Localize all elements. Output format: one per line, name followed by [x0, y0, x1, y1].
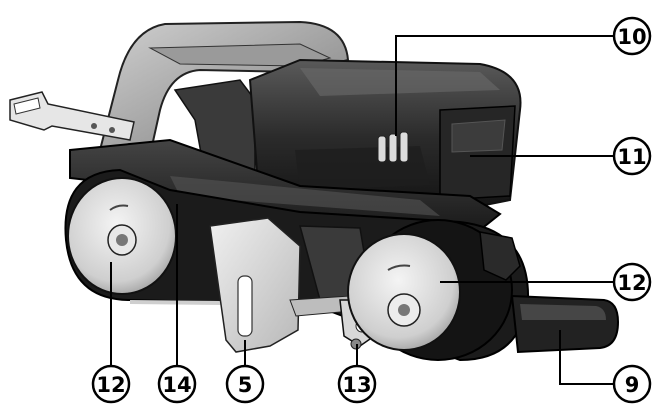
callout-13-label: 13: [342, 373, 371, 397]
callout-12-left: 12: [91, 364, 131, 404]
left-wheel: [67, 177, 177, 295]
callout-9: 9: [612, 364, 652, 404]
callout-5-label: 5: [238, 373, 253, 397]
callout-11: 11: [612, 136, 652, 176]
callout-12-right-label: 12: [617, 271, 646, 295]
callout-12-right: 12: [612, 262, 652, 302]
leader-lines: [110, 35, 613, 385]
callout-10: 10: [612, 16, 652, 56]
callout-9-label: 9: [625, 373, 640, 397]
front-guide-arm: [9, 91, 135, 141]
guide-plate: [209, 217, 301, 353]
rear-handle: [98, 20, 350, 176]
callout-14: 14: [157, 364, 197, 404]
right-wheel: [347, 219, 513, 361]
callout-5: 5: [225, 364, 265, 404]
callout-10-label: 10: [617, 25, 646, 49]
callout-11-label: 11: [617, 145, 646, 169]
callout-13: 13: [337, 364, 377, 404]
callout-12-left-label: 12: [96, 373, 125, 397]
vent-slots: [377, 131, 409, 163]
front-auxiliary-handle: [479, 231, 620, 354]
callout-14-label: 14: [162, 373, 191, 397]
